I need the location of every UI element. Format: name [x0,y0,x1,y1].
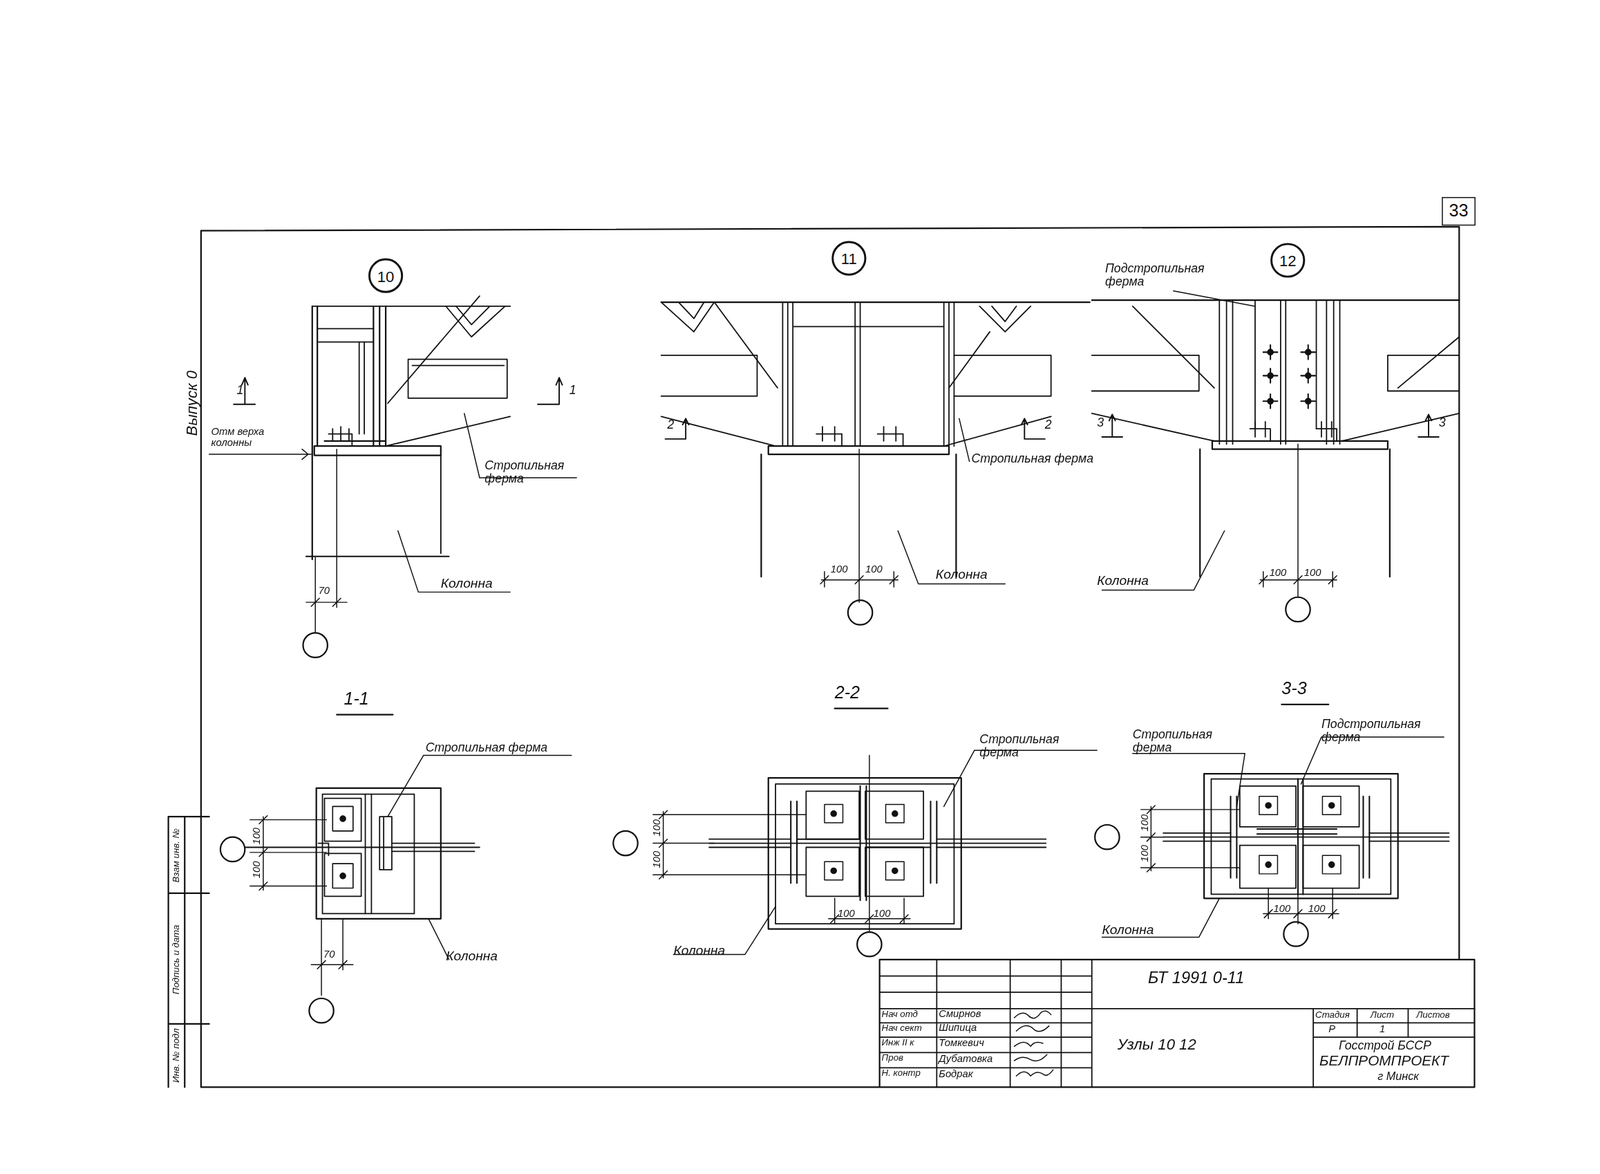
node-text: 11 [841,249,858,267]
dimension: 100 [651,819,663,837]
title-block-cell: Стадия [1315,1010,1350,1021]
dimension: 100 [865,564,883,576]
part-label: Колонна [440,576,493,591]
dimension: 100 [1269,567,1287,579]
organization: БЕЛПРОМПРОЕКТ [1319,1053,1449,1069]
dimension: 100 [1139,814,1151,832]
dimension: 100 [830,564,849,576]
dimension: 100 [1273,903,1292,915]
part-label: Колонна [935,567,988,582]
callout-number: 12 [1270,242,1305,278]
section-mark: 2 [1045,418,1052,432]
title-block-cell: Взам инв. № [171,827,182,883]
node-text: 33 [1449,201,1469,222]
part-label: Стропильная ферма [979,732,1094,759]
section-mark: 3 [1096,416,1104,430]
title-block-cell: Р [1328,1023,1336,1035]
section-title: 2-2 [834,683,860,702]
dimension: 100 [1139,844,1151,862]
level-note: Отм верха колонны [211,426,276,448]
part-label: Колонна [1096,573,1149,588]
title-block-cell: Нач сект [881,1023,922,1034]
dimension: 100 [1304,567,1322,579]
section-mark: 1 [237,383,244,397]
dimension: 100 [251,827,263,845]
organization: Госстрой БССР [1338,1038,1432,1052]
title-block-cell: Листов [1416,1010,1450,1021]
callout-number: 11 [831,240,867,276]
drawing-title: Узлы 10 12 [1117,1036,1197,1052]
part-label: Колонна [1102,922,1155,937]
title-block-cell: Дубатовка [938,1053,993,1065]
title-block-cell: Н. контр [881,1068,921,1079]
title-block-cell: Подпись и дата [171,924,182,995]
title-block-cell: Инв. № подл [171,1027,182,1083]
title-block-cell: Инж II к [881,1038,915,1048]
section-mark: 3 [1438,416,1446,430]
section-title: 3-3 [1281,679,1307,698]
node-text: 12 [1279,251,1297,269]
title-block-cell: 1 [1379,1023,1386,1035]
part-label: Стропильная ферма [1132,727,1247,754]
dimension: 100 [1308,903,1326,915]
callout-number: 10 [368,258,403,294]
node-text: 10 [377,266,395,285]
title-block-cell: Бодрак [938,1068,973,1080]
title-block-cell: Шипица [938,1022,977,1034]
title-block-cell: Пров [881,1053,904,1063]
part-label: Колонна [673,942,726,957]
part-label: Стропильная ферма [484,458,582,485]
part-label: Стропильная ферма [425,740,548,755]
dimension: 100 [873,908,891,920]
part-label: Подстропильная ферма [1321,717,1460,743]
sheet-note: Выпуск 0 [183,370,200,436]
title-block-cell: Томкевич [938,1038,985,1050]
drawing-code: БТ 1991 0-11 [1147,969,1245,987]
section-title: 1-1 [344,689,370,708]
section-mark: 2 [667,418,675,432]
sheet-number: 33 [1441,196,1476,226]
dimension: 100 [651,850,663,869]
section-mark: 1 [569,383,577,397]
part-label: Стропильная ферма [971,452,1094,466]
organization: г Минск [1377,1070,1419,1083]
dimension: 100 [251,861,263,879]
part-label: Колонна [445,948,498,963]
part-label: Подстропильная ферма [1105,261,1243,288]
title-block-cell: Нач отд [881,1009,918,1019]
dimension: 70 [323,948,335,960]
title-block-cell: Смирнов [938,1008,981,1020]
title-block-cell: Лист [1370,1010,1395,1021]
dimension: 70 [318,586,330,598]
dimension: 100 [837,908,855,920]
